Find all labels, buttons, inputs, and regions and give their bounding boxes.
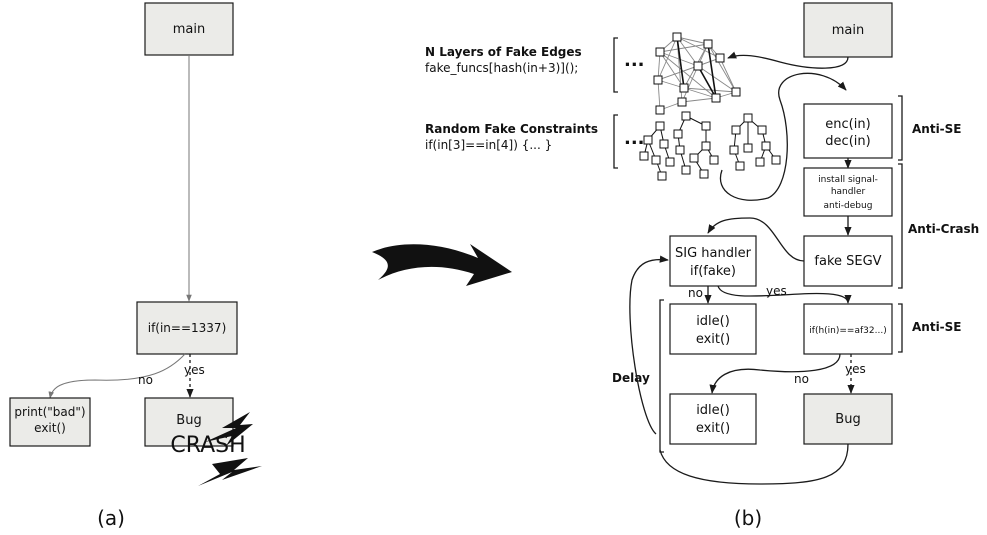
a-yes-label: yes — [184, 363, 205, 377]
b-yes-label-1: yes — [766, 284, 787, 298]
b-sig-label-1: SIG handler — [675, 246, 752, 261]
b-idle-exit-node-2 — [669, 393, 757, 445]
b-handler-yes-edge — [717, 285, 852, 304]
a-main-label: main — [173, 22, 205, 37]
b-delay-label: Delay — [612, 371, 650, 385]
b-enc-label: enc(in) — [825, 117, 870, 132]
a-no-edge — [48, 353, 186, 399]
a-bad-line1: print("bad") — [14, 405, 85, 419]
panel-a: main if(in==1337) no yes print("bad") ex… — [9, 2, 262, 530]
a-caption: (a) — [97, 506, 125, 530]
fake-edges-graph — [653, 32, 741, 115]
b-bug-label: Bug — [835, 412, 860, 427]
a-lightning-bolt-icon — [205, 412, 253, 446]
b-main-to-fake-edge — [727, 51, 849, 69]
b-exit-label-1: exit() — [696, 332, 730, 347]
b-anti-se-bracket-2 — [898, 303, 903, 353]
b-anti-se-bracket-1 — [898, 95, 903, 161]
panel-b: N Layers of Fake Edges fake_funcs[hash(i… — [425, 2, 979, 530]
b-anti-se-label-1: Anti-SE — [912, 122, 962, 136]
a-bug-node — [144, 397, 234, 447]
b-dec-label: dec(in) — [825, 134, 870, 149]
b-fake-constraints-code: if(in[3]==in[4]) {... } — [425, 138, 552, 152]
b-fake-constraints-bracket — [613, 114, 618, 169]
a-lightning-bolt-icon-2 — [198, 458, 262, 486]
b-hash-cond-node — [803, 303, 893, 355]
a-bug-label: Bug — [176, 413, 201, 428]
b-bug-node — [803, 393, 893, 445]
b-fake-segv-label: fake SEGV — [814, 254, 881, 269]
b-delay-loop-edge — [629, 255, 669, 435]
b-fake-edges-code: fake_funcs[hash(in+3)](); — [425, 61, 578, 75]
b-idle-label-2: idle() — [696, 403, 730, 418]
b-idle-label-1: idle() — [696, 314, 730, 329]
b-caption: (b) — [734, 506, 762, 530]
a-cond-node — [136, 301, 238, 355]
a-cond-label: if(in==1337) — [148, 321, 227, 335]
b-install-line3: anti-debug — [824, 201, 873, 211]
b-ellipsis-1: ... — [624, 50, 645, 71]
b-install-line1: install signal- — [818, 175, 878, 185]
b-fake-edges-bracket — [613, 37, 618, 93]
a-bad-node — [9, 397, 91, 447]
a-bad-line2: exit() — [34, 421, 66, 435]
b-anti-crash-label: Anti-Crash — [908, 222, 979, 236]
b-anti-se-label-2: Anti-SE — [912, 320, 962, 334]
a-crash-label: CRASH — [170, 433, 245, 458]
b-exit-label-2: exit() — [696, 421, 730, 436]
a-main-node — [144, 2, 234, 56]
b-no-label-1: no — [688, 286, 703, 300]
b-install-node — [803, 167, 893, 217]
b-segv-to-handler-edge — [707, 217, 805, 262]
b-fake-constraints-title: Random Fake Constraints — [425, 122, 598, 136]
b-yes-label-2: yes — [845, 362, 866, 376]
b-delay-bracket — [659, 299, 664, 453]
b-hash-cond-label: if(h(in)==af32...) — [809, 326, 886, 336]
b-hash-no-edge — [709, 353, 841, 394]
transform-arrow-icon — [372, 244, 512, 286]
b-fake-loop-edge — [719, 72, 847, 201]
b-idle-exit-node-1 — [669, 303, 757, 355]
b-no-label-2: no — [794, 372, 809, 386]
a-no-label: no — [138, 373, 153, 387]
b-bug-loop-edge — [659, 443, 849, 485]
b-fake-segv-node — [803, 235, 893, 287]
b-sig-label-2: if(fake) — [690, 264, 736, 279]
b-main-label: main — [832, 23, 864, 38]
b-enc-dec-node — [803, 103, 893, 159]
b-fake-edges-title: N Layers of Fake Edges — [425, 45, 582, 59]
fake-constraints-graph — [639, 111, 781, 181]
b-anti-crash-bracket — [898, 163, 903, 289]
b-ellipsis-2: ... — [624, 128, 645, 149]
b-install-line2: handler — [831, 187, 866, 197]
b-sig-handler-node — [669, 235, 757, 287]
